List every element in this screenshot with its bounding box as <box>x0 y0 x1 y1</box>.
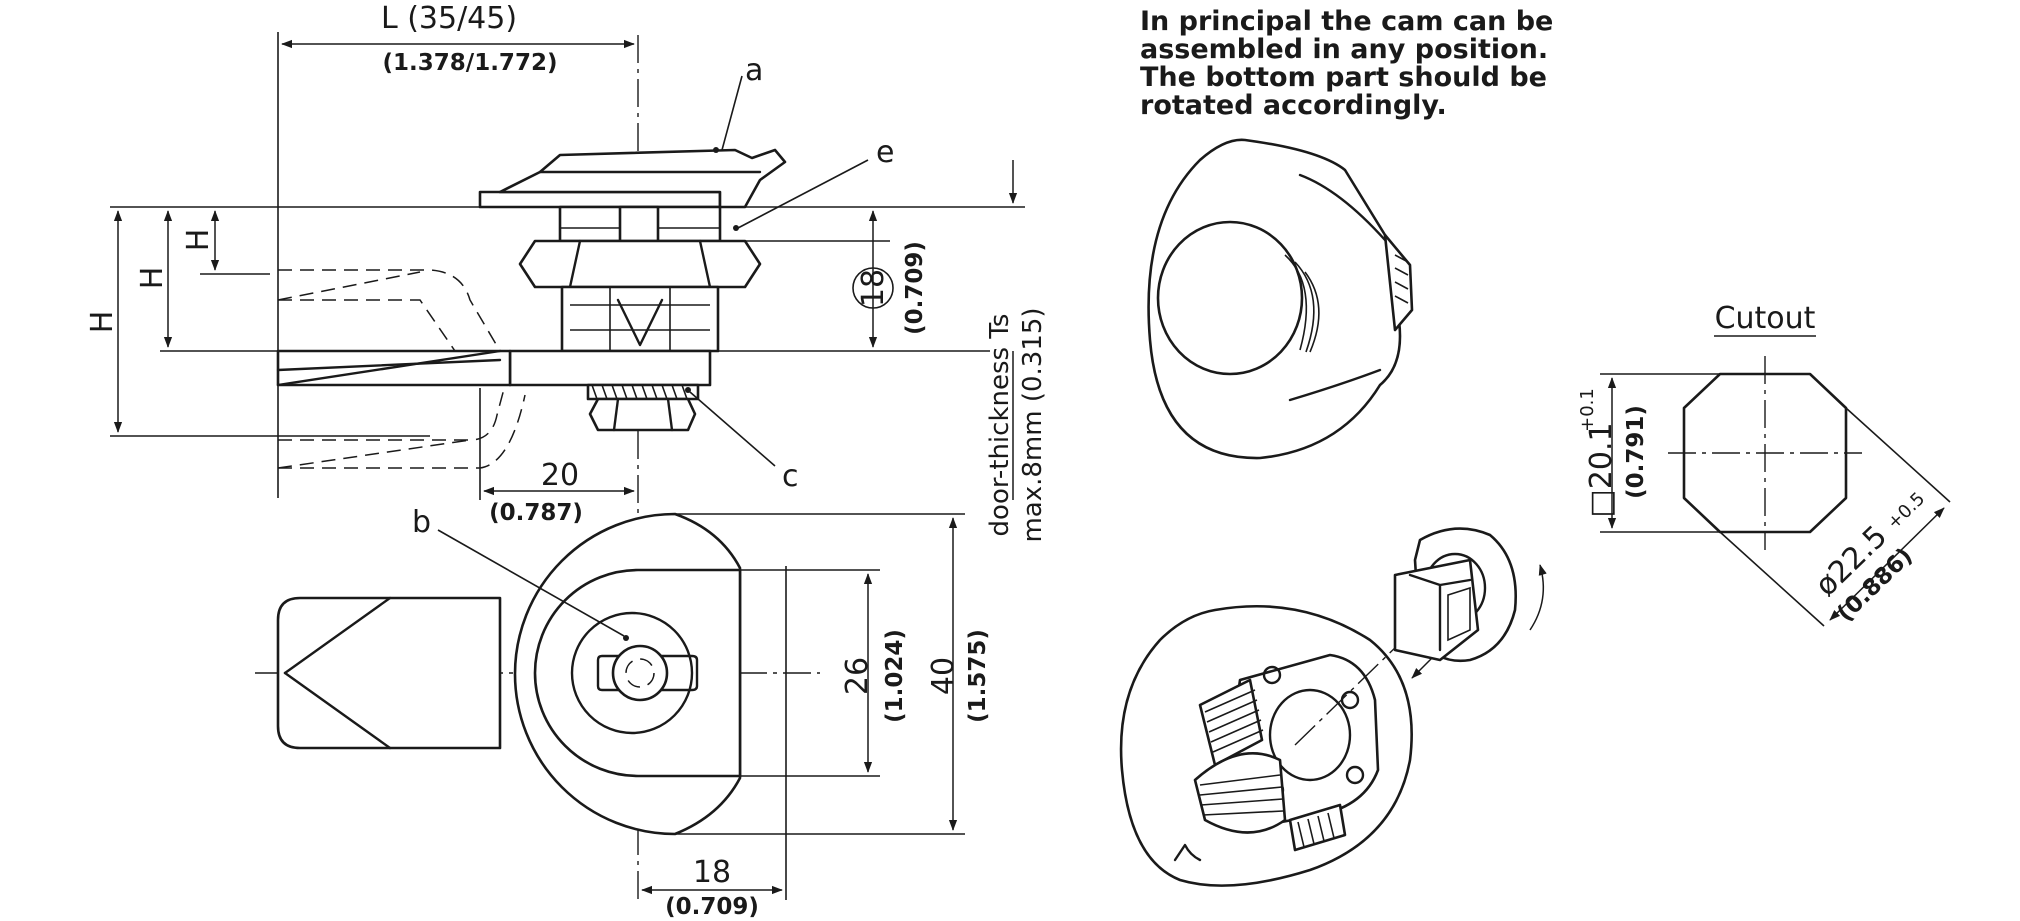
callout-c-leader <box>689 391 776 467</box>
dim-diameter-line <box>1829 507 1945 621</box>
assembly-note: In principal the cam can be assembled in… <box>1140 6 1553 121</box>
dim-h-small: H <box>181 229 216 252</box>
cam-phantom-upper <box>278 269 501 352</box>
note-line1: In principal the cam can be <box>1140 6 1553 37</box>
callout-e-leader <box>737 159 869 229</box>
handle-grip <box>498 148 787 209</box>
cutout-square-tol: +0.1 <box>1577 388 1598 432</box>
hex-nut <box>518 239 762 289</box>
callout-b: b <box>412 505 431 540</box>
callout-a: a <box>745 53 763 88</box>
door-thickness-line1: door-thickness Ts <box>985 314 1015 537</box>
callout-c: c <box>782 459 799 494</box>
dim-20-inch: (0.787) <box>489 500 583 526</box>
dim-bottom-18-label: 18 <box>693 855 731 890</box>
top-view: b 26 (1.024) 40 (1.575) 18 (0.709) <box>255 505 991 920</box>
dim-bottom-18-inch: (0.709) <box>665 894 759 920</box>
isometric-view-assembled <box>1147 138 1414 460</box>
dim-40-inch: (1.575) <box>965 629 991 723</box>
note-line4: rotated accordingly. <box>1140 90 1447 121</box>
dim-18-inch: (0.709) <box>902 241 928 335</box>
dim-h-large: H <box>85 311 120 334</box>
callout-a-leader <box>721 75 743 151</box>
note-line2: assembled in any position. <box>1140 34 1548 65</box>
cam-phantom-lower <box>278 384 506 441</box>
dim-26-inch: (1.024) <box>882 629 908 723</box>
cylinder-ring <box>570 611 694 735</box>
key-slot <box>596 654 699 692</box>
dim-l-label: L (35/45) <box>381 1 517 36</box>
callout-e: e <box>876 135 894 170</box>
cutout-square-inch: (0.791) <box>1623 405 1649 499</box>
cylinder-opening-iso <box>1156 220 1304 376</box>
lock-body <box>560 285 720 353</box>
dim-h-medium: H <box>135 267 170 290</box>
door-thickness-line2: max.8mm (0.315) <box>1018 307 1048 542</box>
dim-l-inch: (1.378/1.772) <box>383 50 558 76</box>
cam-tongue <box>276 596 502 750</box>
dim-18-circle <box>852 267 894 309</box>
note-line3: The bottom part should be <box>1140 62 1547 93</box>
isometric-view-exploded <box>1119 527 1547 887</box>
handle-base <box>478 190 722 209</box>
dim-18-label: 18 <box>856 269 891 307</box>
dim-26-label: 26 <box>840 657 875 695</box>
dim-40-label: 40 <box>926 657 961 695</box>
side-view: L (35/45) (1.378/1.772) H H H 18 (0.709)… <box>85 1 1048 905</box>
dim-20-label: 20 <box>541 458 579 493</box>
cutout-title: Cutout <box>1715 301 1816 336</box>
callout-b-leader <box>437 529 625 637</box>
rotation-arrow <box>1529 564 1547 631</box>
bottom-nut <box>588 397 697 432</box>
cutout-view: Cutout □20.1 +0.1 (0.791) ø22.5 +0.5 (0.… <box>1577 301 1951 627</box>
door-panel <box>508 349 712 387</box>
cutout-diameter-tol: +0.5 <box>1883 488 1929 533</box>
cutout-square: □20.1 <box>1584 422 1619 517</box>
